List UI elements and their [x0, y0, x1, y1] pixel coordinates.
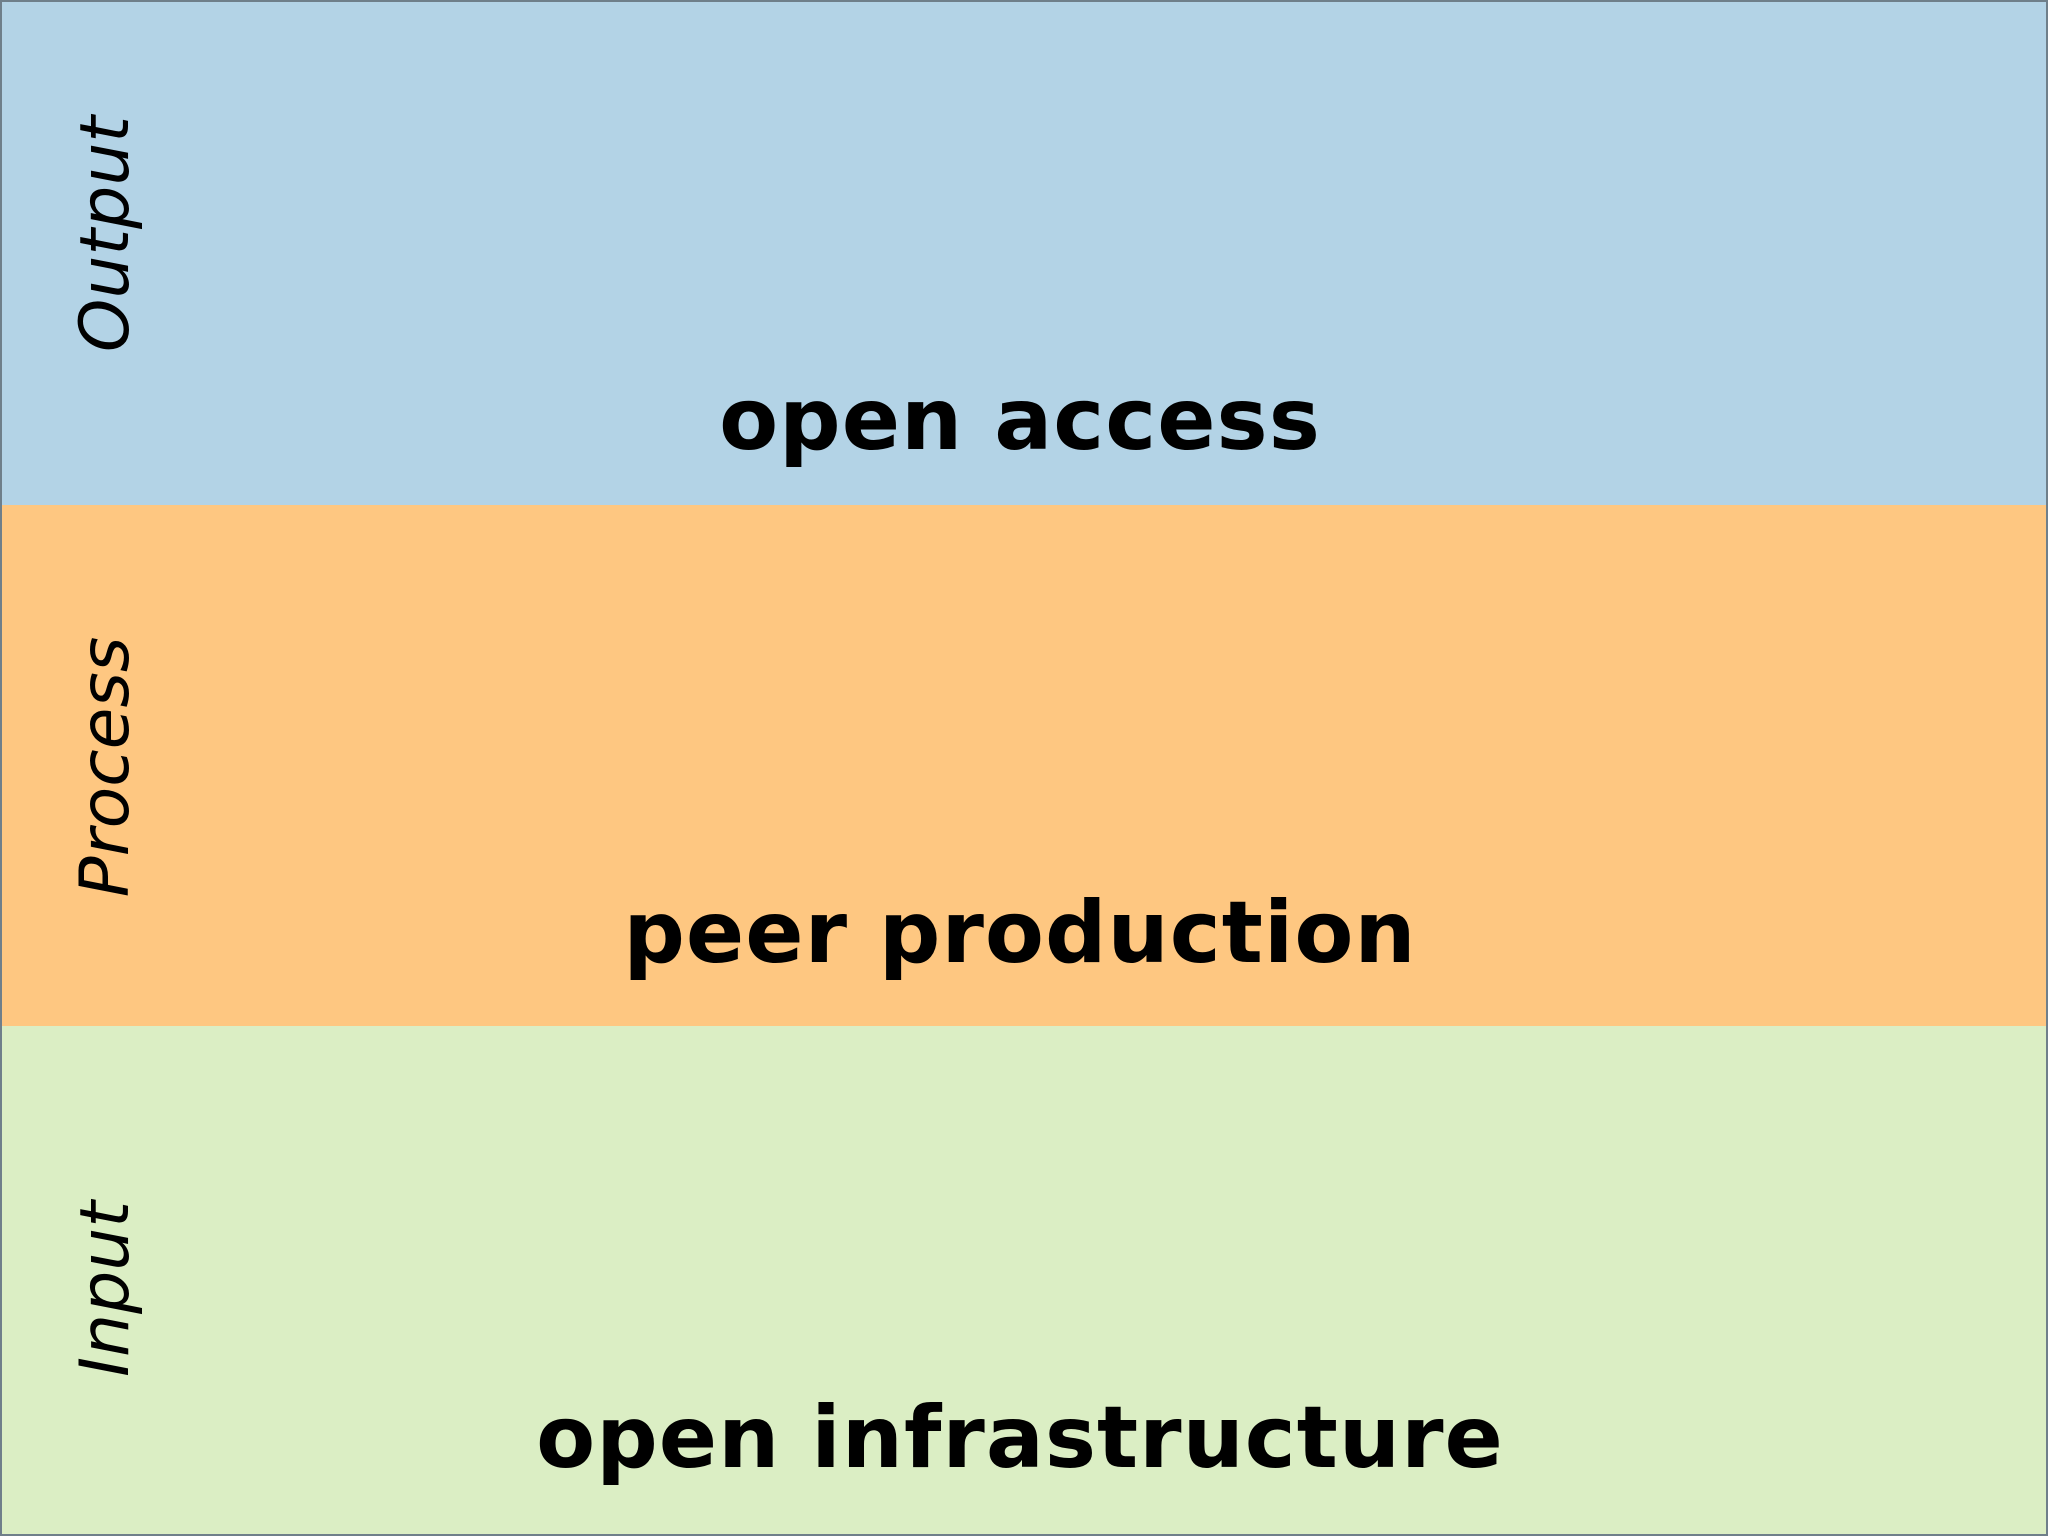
process-main-label: peer production	[623, 883, 1417, 983]
output-main-label: open access	[719, 370, 1321, 470]
process-layer-band	[2, 505, 2046, 1026]
input-main-label: open infrastructure	[536, 1388, 1504, 1488]
input-side-label: Input	[66, 1200, 145, 1378]
output-side-label: Output	[66, 115, 145, 353]
output-layer-band	[2, 2, 2046, 505]
input-layer-band	[2, 1026, 2046, 1534]
process-side-label: Process	[66, 636, 145, 898]
